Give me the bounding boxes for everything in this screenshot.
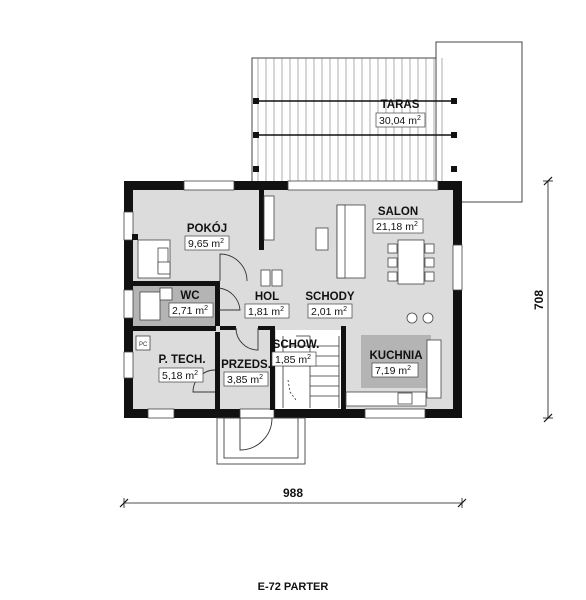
area-box-taras <box>375 112 426 128</box>
toilet <box>139 291 161 321</box>
door-wc <box>218 287 241 311</box>
area-box-salon <box>372 218 424 234</box>
kitchen-counter <box>361 335 431 388</box>
room-name-taras: TARAS <box>381 99 420 111</box>
window-pokoj-top <box>183 180 235 191</box>
door-entrance <box>239 417 273 451</box>
door-przeds <box>235 327 259 351</box>
windows <box>123 180 463 419</box>
washbasin <box>159 287 173 301</box>
room-area-schow: 1,85 m2 <box>275 354 311 366</box>
terrace-pergola-roof <box>435 41 523 203</box>
room-area-wc: 2,71 m2 <box>172 305 208 317</box>
room-area-hol: 1,81 m2 <box>248 306 284 318</box>
door-pokoj <box>219 253 248 282</box>
area-box-hol <box>244 303 290 319</box>
boiler-label: PC <box>139 342 148 348</box>
room-area-schody: 2,01 m2 <box>311 306 347 318</box>
pergola-posts <box>253 98 457 172</box>
window-ptech-left <box>123 351 134 379</box>
coffee-table <box>315 227 329 251</box>
window-ptech-bottom <box>147 408 175 419</box>
sofa-back <box>336 204 346 279</box>
room-area-ptech: 5,18 m2 <box>162 370 198 382</box>
room-name-ptech: P. TECH. <box>158 354 205 366</box>
pergola-beams <box>254 100 456 136</box>
fireplace <box>260 269 271 287</box>
room-name-przeds: PRZEDS. <box>221 359 271 371</box>
pergola-slats <box>257 58 443 185</box>
entrance-porch <box>216 417 306 465</box>
room-name-salon: SALON <box>378 206 418 218</box>
window-kitchen-bottom <box>364 408 426 419</box>
area-box-schow <box>271 351 317 367</box>
interior-walls <box>130 190 346 410</box>
area-box-schody <box>307 303 353 319</box>
window-wc-left <box>123 289 134 319</box>
area-box-kuchnia <box>371 362 419 378</box>
room-name-wc: WC <box>180 290 199 302</box>
area-box-wc <box>168 302 214 318</box>
wardrobe <box>263 195 275 241</box>
kitchen-cabinets-bottom <box>345 391 427 407</box>
window-salon-right <box>452 244 463 291</box>
room-name-pokoj: POKÓJ <box>187 222 227 235</box>
area-box-przeds <box>223 371 269 387</box>
room-area-przeds: 3,85 m2 <box>227 374 263 386</box>
room-name-kuchnia: KUCHNIA <box>369 350 422 362</box>
room-name-hol: HOL <box>255 291 279 303</box>
room-area-taras: 30,04 m2 <box>379 115 421 127</box>
bedside-table <box>157 261 171 275</box>
height-dimension: 708 <box>532 176 553 423</box>
room-labels: TARAS 30,04 m2 SALON 21,18 m2 POKÓJ 9,65… <box>139 99 426 387</box>
width-dimension: 988 <box>119 486 467 508</box>
window-salon-top <box>287 180 439 191</box>
room-area-kuchnia: 7,19 m2 <box>375 365 411 377</box>
furniture <box>135 195 442 407</box>
window-pokoj-left <box>123 211 134 241</box>
area-box-pokoj <box>184 235 230 251</box>
room-name-schody: SCHODY <box>305 291 355 303</box>
room-area-pokoj: 9,65 m2 <box>188 238 224 250</box>
plan-title: E-72 PARTER <box>258 581 329 593</box>
entrance-door-gap <box>239 408 275 419</box>
height-dimension-label: 708 <box>532 290 546 310</box>
kitchen-cabinets-right <box>426 339 442 399</box>
room-area-salon: 21,18 m2 <box>376 221 418 233</box>
area-box-ptech <box>158 367 204 383</box>
width-dimension-label: 988 <box>283 486 303 500</box>
boiler <box>135 335 151 351</box>
doors <box>192 253 273 451</box>
room-name-schow: SCHOW. <box>273 339 320 351</box>
kitchen-sink <box>397 392 413 405</box>
dining-table <box>397 239 425 285</box>
